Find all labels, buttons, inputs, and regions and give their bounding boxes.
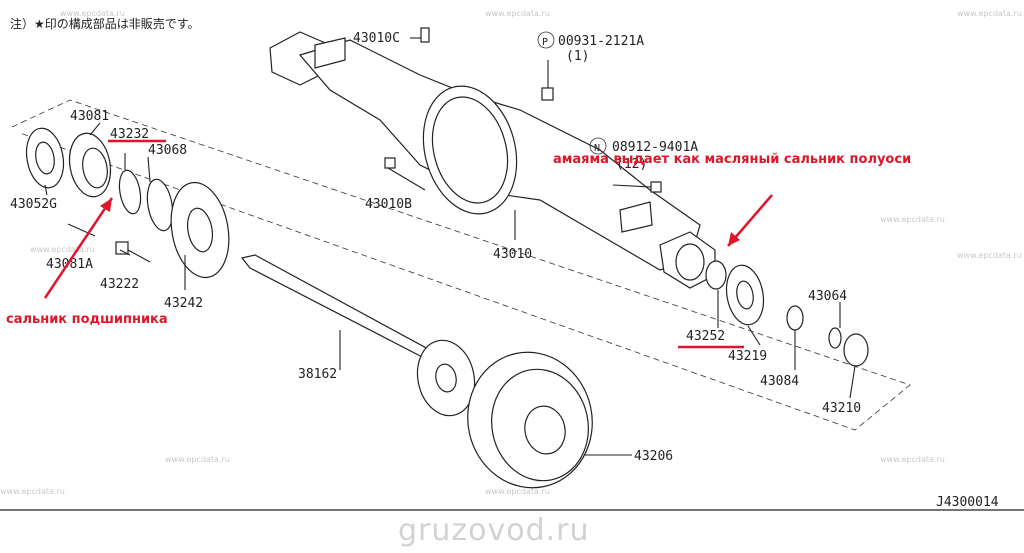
label-43206: 43206	[634, 449, 673, 464]
right-side-parts	[705, 260, 869, 367]
watermarks: www.epcdata.ru www.epcdata.ru www.epcdat…	[0, 9, 1022, 496]
site-watermark: gruzovod.ru	[398, 513, 590, 548]
watermark: www.epcdata.ru	[485, 9, 550, 18]
watermark: www.epcdata.ru	[30, 245, 95, 254]
half-shaft	[240, 254, 476, 417]
label-43084: 43084	[760, 374, 799, 389]
label-08912: 08912-9401A	[612, 140, 698, 155]
header-note: 注）★印の構成部品は非販売です。	[10, 16, 200, 31]
label-43010c: 43010C	[353, 31, 400, 46]
label-43068: 43068	[148, 143, 187, 158]
axle-housing	[269, 31, 716, 289]
watermark: www.epcdata.ru	[957, 251, 1022, 260]
watermark: www.epcdata.ru	[60, 9, 125, 18]
p-symbol	[537, 31, 555, 49]
watermark: www.epcdata.ru	[165, 455, 230, 464]
label-43081: 43081	[70, 109, 109, 124]
annotation-left: сальник подшипника	[6, 312, 168, 327]
red-arrow-left	[43, 197, 114, 299]
label-38162: 38162	[298, 367, 337, 382]
label-43242: 43242	[164, 296, 203, 311]
label-43252: 43252	[686, 329, 725, 344]
bolt-43010c	[420, 27, 430, 43]
n-symbol-text: N	[594, 143, 600, 154]
brake-drum	[467, 351, 593, 489]
label-08912-qty: (12)	[616, 157, 647, 172]
p-symbol-text: P	[542, 37, 548, 48]
watermark: www.epcdata.ru	[880, 215, 945, 224]
red-arrow-right	[727, 194, 773, 247]
watermark: www.epcdata.ru	[485, 487, 550, 496]
label-43081a: 43081A	[46, 257, 93, 272]
label-43064: 43064	[808, 289, 847, 304]
label-00931-qty: (1)	[566, 49, 589, 64]
label-43052g: 43052G	[10, 197, 57, 212]
diagram-code: J4300014	[936, 495, 999, 510]
watermark: www.epcdata.ru	[880, 455, 945, 464]
part-labels: 43010C P 00931-2121A (1) N 08912-9401A (…	[10, 31, 861, 464]
plug-00931	[541, 87, 554, 101]
label-43210: 43210	[822, 401, 861, 416]
dashed-boundary	[11, 99, 911, 431]
label-00931: 00931-2121A	[558, 34, 644, 49]
label-43219: 43219	[728, 349, 767, 364]
label-43010b: 43010B	[365, 197, 412, 212]
label-43222: 43222	[100, 277, 139, 292]
leader-lines	[44, 37, 856, 456]
left-side-parts	[25, 127, 230, 279]
bolt-43010b	[384, 157, 396, 169]
watermark: www.epcdata.ru	[0, 487, 65, 496]
n-symbol	[589, 137, 607, 155]
watermark: www.epcdata.ru	[957, 9, 1022, 18]
nut-08912	[650, 181, 662, 193]
label-43232: 43232	[110, 127, 149, 142]
annotation-right: амаяма выдает как масляный сальник полуо…	[553, 152, 911, 167]
label-43010: 43010	[493, 247, 532, 262]
